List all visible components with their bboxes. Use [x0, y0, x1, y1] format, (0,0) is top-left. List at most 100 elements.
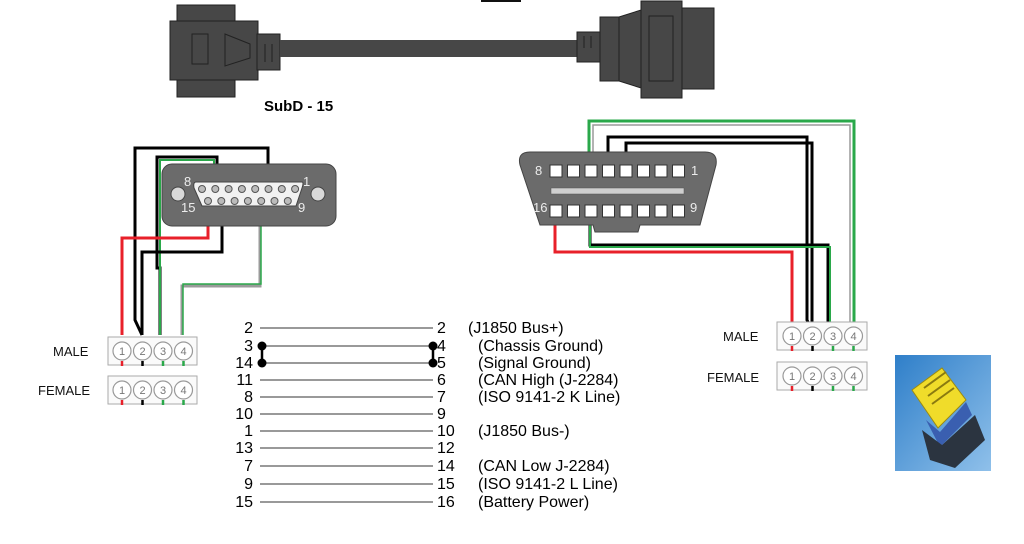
signal-name: (Signal Ground) [478, 355, 591, 372]
plug-pin [823, 326, 843, 346]
plug-pin-number: 2 [809, 371, 815, 383]
subd15-pin [211, 185, 220, 193]
subd15-pin [257, 197, 266, 205]
obd2-pin [672, 204, 685, 218]
plug-pin-number: 3 [160, 346, 166, 358]
left-male-label: MALE [53, 344, 89, 359]
obd-pin-number: 16 [437, 494, 455, 511]
pinout-row: 14 5 (Signal Ground) [235, 355, 591, 372]
subd15-pin [237, 185, 246, 193]
subd15-pin [217, 197, 226, 205]
plug-pin [173, 341, 194, 361]
obd2-pin [672, 164, 685, 178]
subd15-label-1: 1 [303, 174, 310, 189]
obd2-pin [584, 204, 598, 218]
obd2-pin [637, 204, 650, 218]
subd-pin-number: 3 [244, 338, 253, 355]
subd-pin-number: 14 [235, 355, 253, 372]
signal-name: (J1850 Bus-) [478, 423, 570, 440]
obd2-pin [549, 164, 563, 178]
subd-pin-number: 11 [236, 372, 253, 389]
right-male-label: MALE [723, 329, 759, 344]
subd-pin-number: 15 [235, 494, 253, 511]
obd2-label-8: 8 [535, 163, 542, 178]
obd-pin-number: 12 [437, 440, 455, 457]
subd15-pin [277, 185, 286, 193]
subd-pin-number: 9 [244, 476, 253, 493]
subd15-pin [230, 197, 239, 205]
plug-pin-number: 4 [180, 385, 186, 397]
plug-pin-number: 1 [119, 385, 125, 397]
signal-name: (CAN High (J-2284) [478, 372, 618, 389]
obd2-pin [602, 164, 615, 178]
right-wires [553, 119, 856, 336]
obd2-pin [654, 164, 668, 178]
plug-pin [153, 341, 173, 361]
plug-pin [173, 380, 194, 400]
left-female-label: FEMALE [38, 383, 90, 398]
plug-pin [802, 326, 823, 346]
plug-pin-number: 4 [180, 346, 186, 358]
obd2-label-16: 16 [533, 200, 547, 215]
subd15-pin [243, 197, 252, 205]
plug-pin-number: 3 [160, 385, 166, 397]
right-female-label: FEMALE [707, 370, 759, 385]
pinout-row: 11 6 (CAN High (J-2284) [236, 372, 618, 389]
obd-pin-number: 6 [437, 372, 446, 389]
plug-pin [802, 366, 823, 386]
obd-pin-number: 9 [437, 406, 446, 423]
plug-pin [112, 380, 132, 400]
signal-name: (CAN Low J-2284) [478, 458, 610, 475]
signal-name: (Chassis Ground) [478, 338, 603, 355]
obd2-pin [567, 164, 580, 178]
plug-pin-number: 4 [850, 331, 856, 343]
subd15-pin [270, 197, 279, 205]
plug-pin [153, 380, 173, 400]
obd-pin-number: 5 [437, 355, 446, 372]
obd-pin-number: 7 [437, 389, 446, 406]
subd15-label-15: 15 [181, 200, 195, 215]
subd15-pin [251, 185, 260, 193]
obd2-pin-row-bottom [549, 204, 685, 218]
plug-pin [823, 366, 843, 386]
obd2-pin-row-top [549, 164, 685, 178]
obd2-pin [602, 204, 615, 218]
subd15-pin [198, 185, 206, 193]
subd15-pin [291, 185, 300, 193]
plug-pin [782, 326, 802, 346]
obd2-pin [654, 204, 668, 218]
obd-pin-number: 15 [437, 476, 455, 493]
cable-illustration [169, 0, 715, 99]
subd15-pin [204, 197, 212, 205]
obd2-pin [549, 204, 563, 218]
plug-pin-number: 1 [789, 371, 795, 383]
subd15-label-8: 8 [184, 174, 191, 189]
obd-pin-number: 4 [437, 338, 446, 355]
plug-pin-number: 2 [809, 331, 815, 343]
obd2-label-1: 1 [691, 163, 698, 178]
subd-pin-number: 8 [244, 389, 253, 406]
subd15-pin [264, 185, 273, 193]
subd-pin-number: 1 [244, 423, 253, 440]
subd-pin-number: 10 [235, 406, 253, 423]
pinout-row: 3 4 (Chassis Ground) [244, 338, 603, 355]
plug-pin-number: 1 [119, 346, 125, 358]
subd15-pin [224, 185, 233, 193]
obd2-pin [567, 204, 580, 218]
obd2-pin [584, 164, 598, 178]
subd15-connector: 8 1 15 9 [161, 163, 337, 227]
subd15-label-9: 9 [298, 200, 305, 215]
signal-name: (J1850 Bus+) [468, 320, 564, 337]
obd2-connector: 8 1 16 9 [519, 151, 717, 233]
plug-pin-number: 4 [850, 371, 856, 383]
plug-pin [782, 366, 802, 386]
